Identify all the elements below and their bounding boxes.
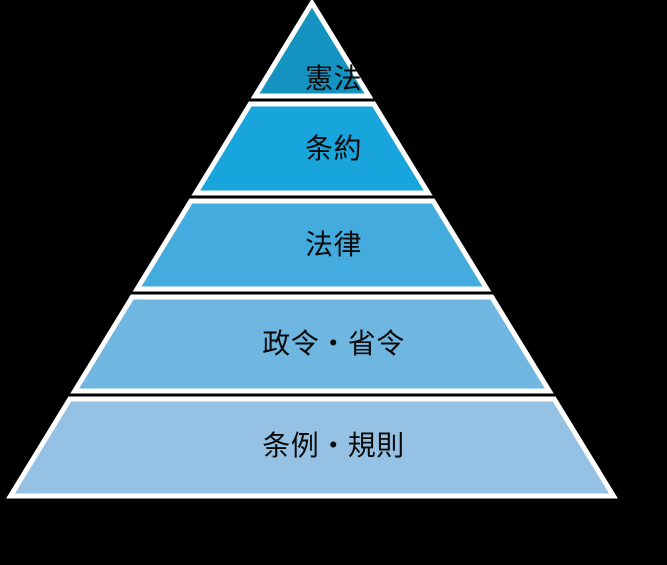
pyramid-tier-laws[interactable] [132,198,492,292]
pyramid-tier-constitution[interactable] [250,0,374,99]
pyramid-tier-treaties[interactable] [191,101,433,196]
pyramid-tier-cabinet-ministerial-orders[interactable] [70,294,554,394]
pyramid-tier-ordinances-rules[interactable] [6,396,618,499]
